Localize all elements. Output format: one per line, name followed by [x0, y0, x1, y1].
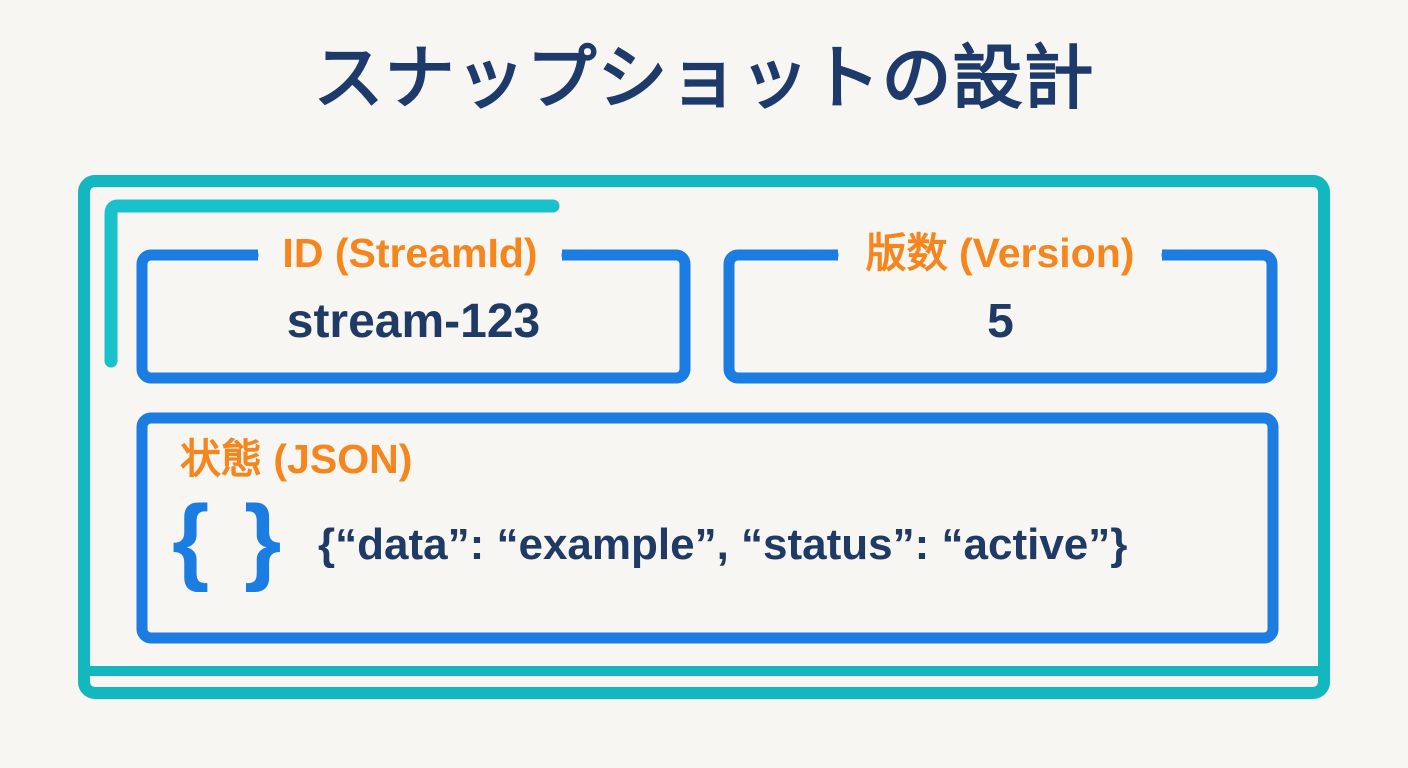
field-box-version: [723, 245, 1278, 384]
curly-braces-icon: { }: [172, 486, 286, 593]
streamid-value: stream-123: [286, 295, 541, 348]
page-title: スナップショットの設計: [313, 39, 1095, 117]
outer-frame: [78, 175, 1330, 699]
accent-line: [104, 199, 560, 368]
version-value: 5: [987, 295, 1014, 348]
version-label: 版数 (Version): [865, 230, 1135, 276]
streamid-label: ID (StreamId): [282, 230, 538, 276]
field-box-state: [136, 412, 1279, 644]
state-label: 状態 (JSON): [180, 436, 413, 482]
field-box-streamid: [136, 245, 691, 384]
state-json-value: {“data”: “example”, “status”: “active”}: [318, 520, 1128, 569]
